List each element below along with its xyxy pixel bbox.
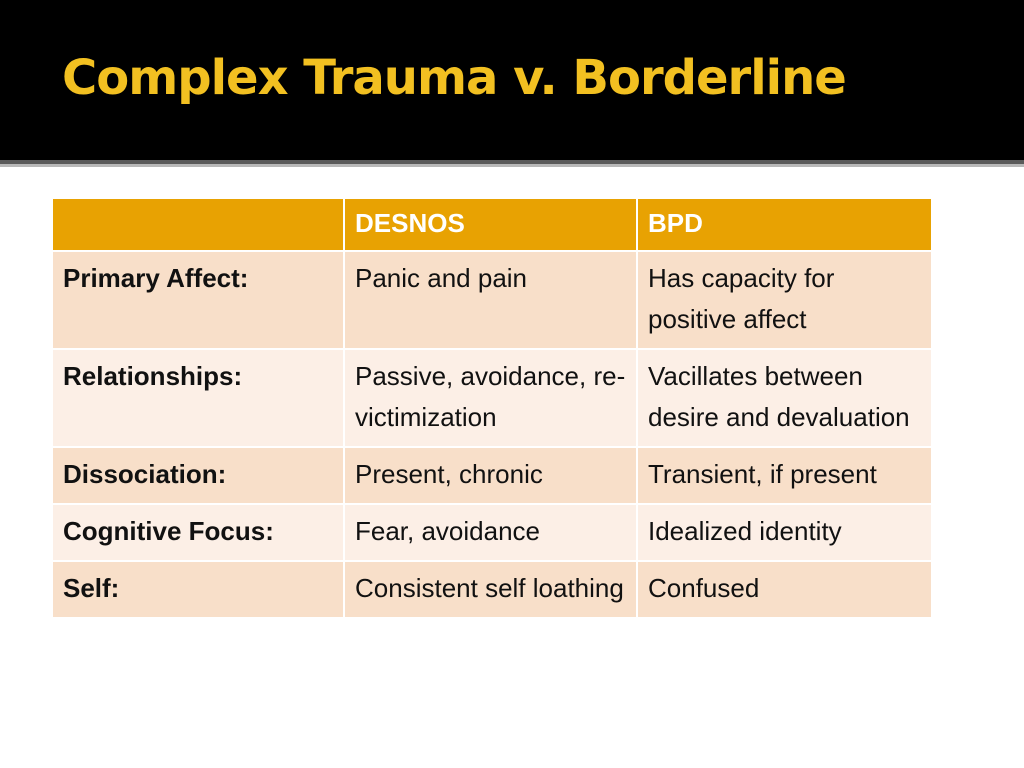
- table-row: Cognitive Focus: Fear, avoidance Idealiz…: [51, 503, 933, 562]
- bpd-cell: Transient, if present: [636, 446, 933, 505]
- desnos-cell: Present, chronic: [343, 446, 638, 505]
- desnos-cell: Fear, avoidance: [343, 503, 638, 562]
- row-label: Relationships:: [51, 348, 345, 448]
- bpd-cell: Confused: [636, 560, 933, 619]
- desnos-cell: Consistent self loathing: [343, 560, 638, 619]
- table-row: Relationships: Passive, avoidance, re-vi…: [51, 348, 933, 448]
- desnos-cell: Passive, avoidance, re-victimization: [343, 348, 638, 448]
- row-label: Primary Affect:: [51, 250, 345, 350]
- comparison-table: DESNOS BPD Primary Affect: Panic and pai…: [51, 197, 933, 619]
- bpd-cell: Vacillates between desire and devaluatio…: [636, 348, 933, 448]
- table-header-row: DESNOS BPD: [51, 197, 933, 252]
- table-row: Self: Consistent self loathing Confused: [51, 560, 933, 619]
- bpd-cell: Has capacity for positive affect: [636, 250, 933, 350]
- row-label: Cognitive Focus:: [51, 503, 345, 562]
- title-band: Complex Trauma v. Borderline: [0, 0, 1024, 160]
- title-divider-shadow: [0, 164, 1024, 167]
- title-divider: [0, 160, 1024, 164]
- header-cell-bpd: BPD: [636, 197, 933, 252]
- row-label: Self:: [51, 560, 345, 619]
- desnos-cell: Panic and pain: [343, 250, 638, 350]
- bpd-cell: Idealized identity: [636, 503, 933, 562]
- table-row: Dissociation: Present, chronic Transient…: [51, 446, 933, 505]
- row-label: Dissociation:: [51, 446, 345, 505]
- header-cell-desnos: DESNOS: [343, 197, 638, 252]
- slide-title: Complex Trauma v. Borderline: [62, 50, 847, 106]
- header-cell-empty: [51, 197, 345, 252]
- table-row: Primary Affect: Panic and pain Has capac…: [51, 250, 933, 350]
